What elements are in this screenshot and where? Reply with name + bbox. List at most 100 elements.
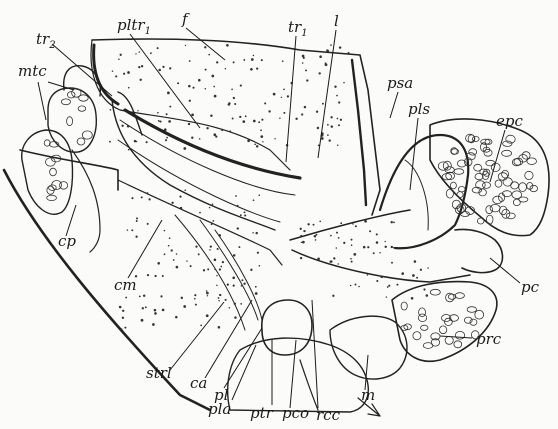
label-m: m [361,386,375,404]
stipple-dot [222,261,224,263]
stipple-dot [396,284,398,286]
stipple-dot [171,202,173,204]
stipple-dot [373,252,375,254]
stipple-dot [148,198,150,200]
stipple-dot [191,113,194,116]
stipple-dot [145,306,147,308]
stipple-dot [327,134,329,136]
cell-outline [527,158,537,165]
stipple-dot [206,290,208,292]
stipple-dot [376,233,378,235]
stipple-dot [171,249,173,251]
stipple-dot [191,137,193,139]
cell-outline [486,215,493,224]
stipple-dot [283,112,285,114]
stipple-dot [325,62,327,64]
stipple-dot [216,275,217,276]
stipple-dot [206,292,209,295]
stipple-dot [233,97,235,99]
stipple-dot [255,232,257,234]
stipple-dot [234,103,236,105]
stipple-dot [165,139,167,141]
stipple-dot [218,300,219,301]
cell-outline [419,308,426,317]
stipple-dot [420,269,422,271]
cell-outline [82,131,92,139]
stipple-dot [189,100,191,102]
cell-outline [475,173,483,179]
stipple-dot [180,207,183,210]
stipple-dot [194,298,196,300]
cell-outline [498,173,507,181]
stipple-dot [125,297,127,299]
stipple-dot [330,260,332,262]
stipple-dot [384,246,386,248]
cell-outline [511,182,519,189]
stipple-dot [244,211,246,213]
stipple-dot [340,222,342,224]
label-f: f [181,10,190,28]
stipple-dot [274,138,275,139]
stipple-dot [162,275,164,277]
stipple-dot [164,253,166,255]
label-l: l [334,12,339,30]
stipple-dot [256,145,258,147]
stipple-dot [173,259,175,261]
stipple-dot [287,95,289,97]
stipple-dot [240,303,242,305]
stipple-dot [233,61,235,63]
stipple-dot [131,229,133,231]
stipple-dot [204,46,206,48]
stipple-dot [391,262,393,264]
stipple-dot [253,120,256,123]
stipple-dot [355,284,357,286]
cell-outline [470,319,477,325]
stipple-dot [337,263,338,264]
stipple-dot [303,230,305,232]
cell-outline [421,325,428,330]
stipple-dot [181,297,183,299]
stipple-dot [244,214,246,216]
stipple-dot [160,295,162,297]
stipple-dot [229,307,231,309]
stipple-dot [376,280,378,282]
cell-outline [79,95,89,101]
stipple-dot [167,92,170,95]
stipple-dot [305,69,307,71]
stipple-dot [120,54,122,56]
stipple-dot [261,59,263,61]
stipple-dot [190,265,192,267]
cell-outline [525,171,533,179]
stipple-dot [336,232,338,234]
stipple-dot [152,323,155,326]
stipple-dot [411,297,414,300]
cell-outline [446,189,453,198]
cell-outline [503,178,512,186]
cell-outline [486,160,495,166]
stipple-dot [337,118,339,120]
stipple-dot [210,245,212,247]
stipple-dot [134,140,137,143]
stipple-dot [380,275,383,278]
stipple-dot [219,294,221,296]
stipple-dot [254,143,256,145]
stipple-dot [157,262,160,265]
stipple-dot [209,207,210,208]
label-mtc: mtc [18,62,47,80]
stipple-dot [232,118,234,120]
stipple-dot [386,296,387,297]
cell-outline [67,117,73,126]
cell-outline [47,195,57,200]
cell-outline [486,206,493,214]
stipple-dot [319,220,321,222]
stipple-dot [213,86,215,88]
label-tr2: tr2 [36,30,56,51]
stipple-dot [260,129,262,131]
stipple-dot [322,103,324,105]
stipple-dot [158,69,161,72]
stipple-dot [162,66,164,68]
stipple-dot [367,274,368,275]
stipple-dot [423,288,425,290]
stipple-dot [183,147,186,150]
